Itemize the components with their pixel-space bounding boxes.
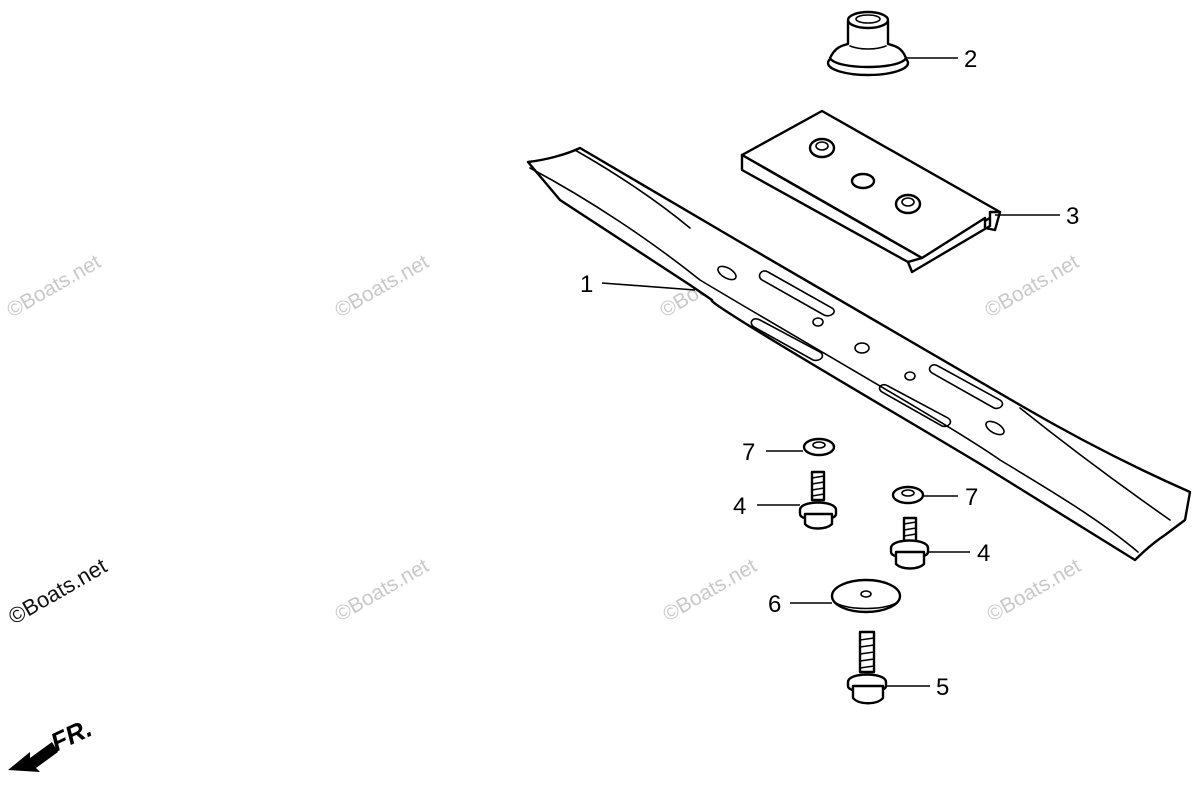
watermark-4: ©Boats.net — [981, 250, 1083, 322]
washer-plate-part — [830, 578, 902, 614]
bolt-left-part — [798, 470, 838, 530]
callout-4-left: 4 — [733, 493, 746, 520]
callout-7-right: 7 — [965, 484, 978, 511]
callout-5: 5 — [936, 674, 949, 701]
bolt-right-part — [889, 516, 930, 570]
watermark-7: ©Boats.net — [983, 554, 1085, 626]
watermark-main: ©Boats.net — [4, 553, 111, 629]
callout-7-left: 7 — [742, 439, 755, 466]
callout-6: 6 — [768, 591, 781, 618]
watermark-5: ©Boats.net — [331, 554, 433, 626]
adapter-boss-part — [826, 10, 910, 77]
washer-left-part — [802, 437, 836, 457]
callout-4-right: 4 — [977, 540, 990, 567]
watermarks: ©Boats.net ©Boats.net ©Boats.net ©Boats.… — [3, 250, 1085, 626]
watermark-1: ©Boats.net — [3, 250, 105, 322]
callout-2: 2 — [964, 46, 977, 73]
callout-1: 1 — [580, 271, 593, 298]
blade-part — [526, 146, 1192, 562]
leader-lines — [601, 57, 1060, 687]
callout-3: 3 — [1066, 203, 1079, 230]
front-arrow-icon — [8, 742, 58, 772]
blade-holder-part — [740, 109, 1002, 274]
front-direction-indicator: FR. — [8, 713, 97, 772]
center-bolt-part — [846, 630, 888, 705]
watermark-6: ©Boats.net — [659, 554, 761, 626]
washer-right-part — [891, 485, 925, 505]
watermark-2: ©Boats.net — [331, 250, 433, 322]
